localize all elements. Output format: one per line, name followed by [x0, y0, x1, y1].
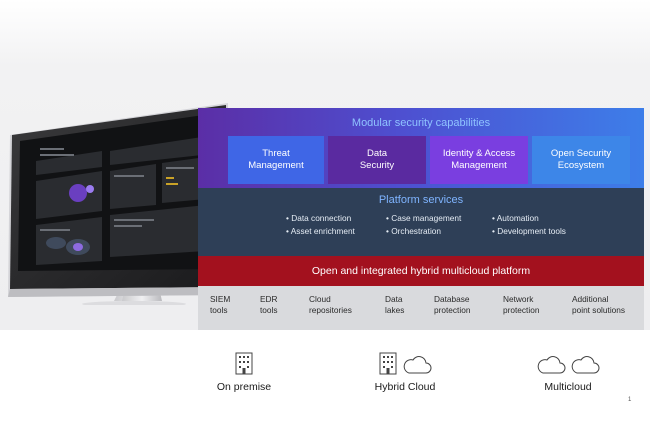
tool-database-protection: Database protection	[434, 294, 471, 315]
hybrid-platform-row: Open and integrated hybrid multicloud pl…	[198, 256, 644, 286]
deployment-label: Multicloud	[544, 381, 592, 393]
modular-capabilities-row: Modular security capabilities Threat Man…	[198, 108, 644, 188]
architecture-diagram: Modular security capabilities Threat Man…	[198, 108, 644, 330]
deployment-label: On premise	[216, 381, 272, 393]
tool-siem: SIEM tools	[210, 294, 231, 315]
deployment-hybrid-cloud: Hybrid Cloud	[360, 345, 450, 393]
platform-services-row: Platform services Data connection Asset …	[198, 188, 644, 256]
service-item: Case management	[386, 212, 461, 225]
tool-edr: EDR tools	[260, 294, 278, 315]
tool-cloud-repositories: Cloud repositories	[309, 294, 352, 315]
cloud-icon	[403, 356, 432, 374]
service-item: Automation	[492, 212, 566, 225]
page-number: 1	[628, 397, 632, 403]
service-item: Asset enrichment	[286, 225, 355, 238]
cloud-icon	[537, 356, 566, 374]
capability-threat-management: Threat Management	[228, 136, 324, 184]
building-icon	[235, 352, 253, 375]
deployment-label: Hybrid Cloud	[374, 381, 436, 393]
platform-services-column: Data connection Asset enrichment	[286, 212, 355, 238]
monitor-illustration	[6, 101, 230, 307]
deployment-multicloud: Multicloud	[528, 345, 608, 393]
platform-title: Platform services	[378, 194, 464, 206]
tool-network-protection: Network protection	[503, 294, 540, 315]
capability-open-ecosystem: Open Security Ecosystem	[532, 136, 630, 184]
platform-services-column: Automation Development tools	[492, 212, 566, 238]
tools-row: SIEM tools EDR tools Cloud repositories …	[198, 286, 644, 330]
cloud-icon	[571, 356, 600, 374]
tool-additional-point-solutions: Additional point solutions	[572, 294, 626, 315]
modular-title: Modular security capabilities	[351, 117, 491, 129]
platform-services-column: Case management Orchestration	[386, 212, 461, 238]
service-item: Orchestration	[386, 225, 461, 238]
capability-data-security: Data Security	[328, 136, 426, 184]
capability-identity-access: Identity & Access Management	[430, 136, 528, 184]
service-item: Data connection	[286, 212, 355, 225]
deployment-on-premise: On premise	[204, 345, 284, 393]
tool-data-lakes: Data lakes	[385, 294, 405, 315]
building-icon	[379, 352, 397, 375]
service-item: Development tools	[492, 225, 566, 238]
